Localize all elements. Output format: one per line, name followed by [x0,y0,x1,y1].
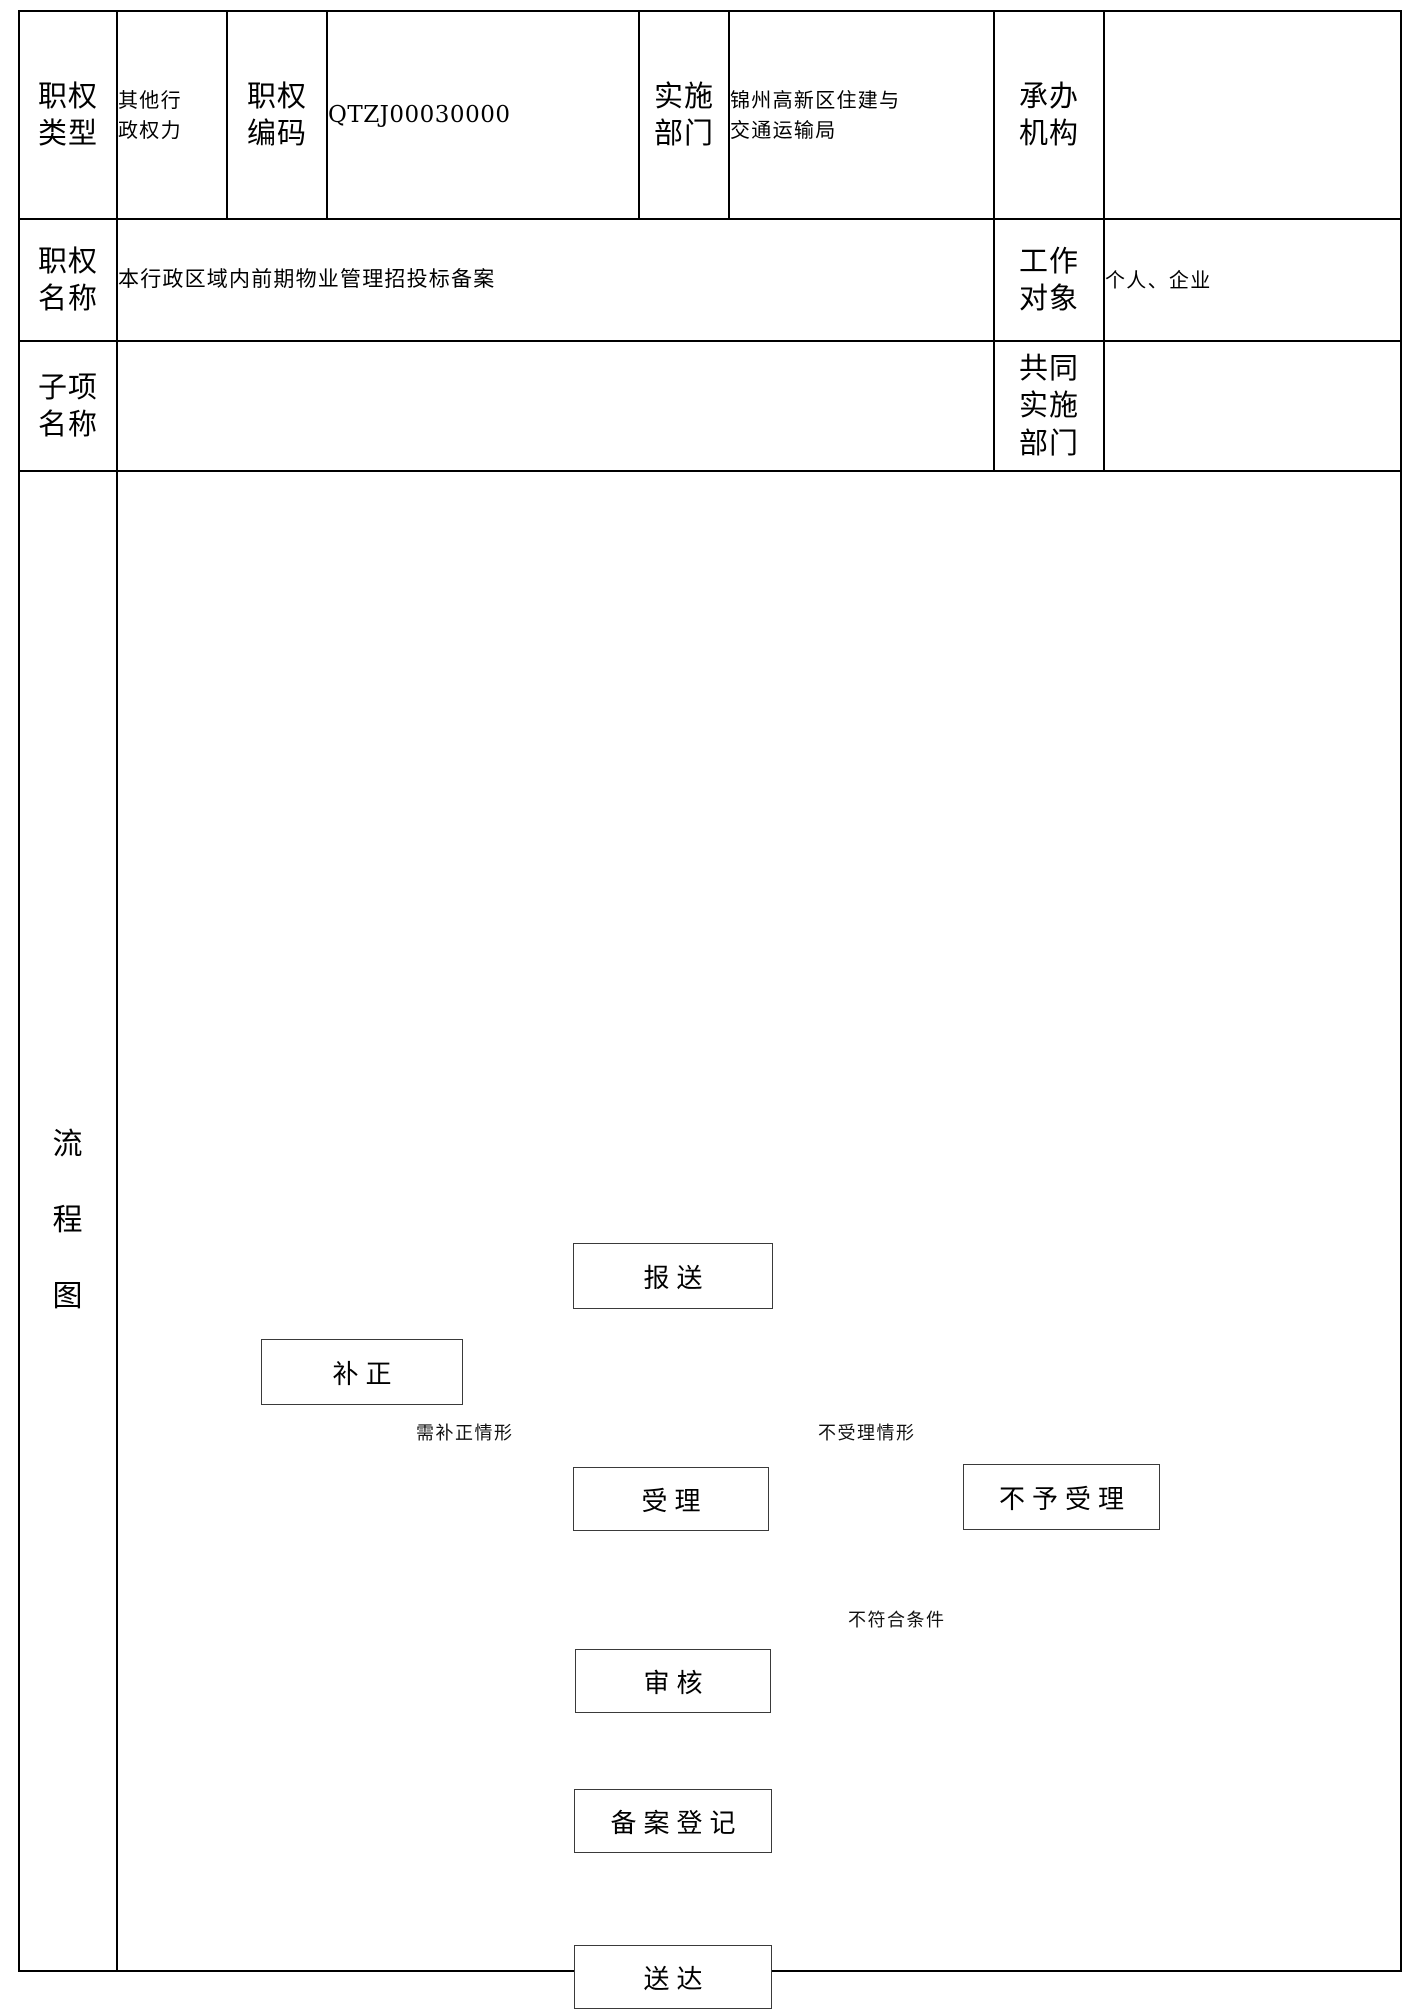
flow-node-shenhe[interactable]: 审核 [575,1649,771,1713]
table-row-flowchart: 流 程 图 [18,470,1402,2014]
authority-info-table: 职权 类型 其他行 政权力 职权 编码 QTZJ00030000 实施 部门 锦… [18,10,1402,2014]
flow-node-buyushouli[interactable]: 不予受理 [963,1464,1160,1530]
table-row-power-name: 职权 名称 本行政区域内前期物业管理招投标备案 工作 对象 个人、企业 [18,218,1402,342]
value-sub-item-name [116,340,995,472]
value-handling-organization [1103,10,1402,220]
label-power-type: 职权 类型 [18,10,118,220]
flow-node-beiandengji[interactable]: 备案登记 [574,1789,772,1853]
label-flowchart-char-3: 图 [52,1279,84,1314]
label-flowchart-char-1: 流 [52,1127,84,1162]
value-power-name: 本行政区域内前期物业管理招投标备案 [116,218,995,342]
label-flowchart: 流 程 图 [18,470,118,1972]
flow-node-baosong[interactable]: 报送 [573,1243,773,1309]
value-power-type: 其他行 政权力 [116,10,228,220]
edge-label-bu-shouli-qingxing: 不受理情形 [818,1423,916,1444]
flowchart-cell: 报送 补正 受理 不予受理 审核 备案登记 送达 存档办结 需补正情形 不受理情… [116,470,1402,2014]
value-power-code: QTZJ00030000 [326,10,640,220]
edge-shenhe-to-buyushouli [771,1536,1070,1683]
label-power-name: 职权 名称 [18,218,118,342]
table-row-sub-item-name: 子项 名称 共同 实施 部门 [18,340,1402,472]
label-handling-organization: 承办 机构 [993,10,1105,220]
flow-node-shouli[interactable]: 受理 [573,1467,769,1531]
label-work-object: 工作 对象 [993,218,1105,342]
edge-shouli-to-buzheng [354,1411,573,1501]
flow-node-songda[interactable]: 送达 [574,1945,772,2009]
table-row-power-type: 职权 类型 其他行 政权力 职权 编码 QTZJ00030000 实施 部门 锦… [18,10,1402,220]
label-implementation-department: 实施 部门 [638,10,730,220]
value-joint-implementation-department [1103,340,1402,472]
flow-node-buzheng[interactable]: 补正 [261,1339,463,1405]
label-power-code: 职权 编码 [226,10,328,220]
value-implementation-department: 锦州高新区住建与 交通运输局 [728,10,995,220]
label-joint-implementation-department: 共同 实施 部门 [993,340,1105,472]
label-flowchart-char-2: 程 [52,1203,84,1238]
edge-label-bu-fuhe-tiaojian: 不符合条件 [848,1610,946,1631]
edge-label-xu-buzheng-qingxing: 需补正情形 [416,1423,514,1444]
label-sub-item-name: 子项 名称 [18,340,118,472]
value-work-object: 个人、企业 [1103,218,1402,342]
edge-buzheng-to-baosong [360,1268,567,1339]
